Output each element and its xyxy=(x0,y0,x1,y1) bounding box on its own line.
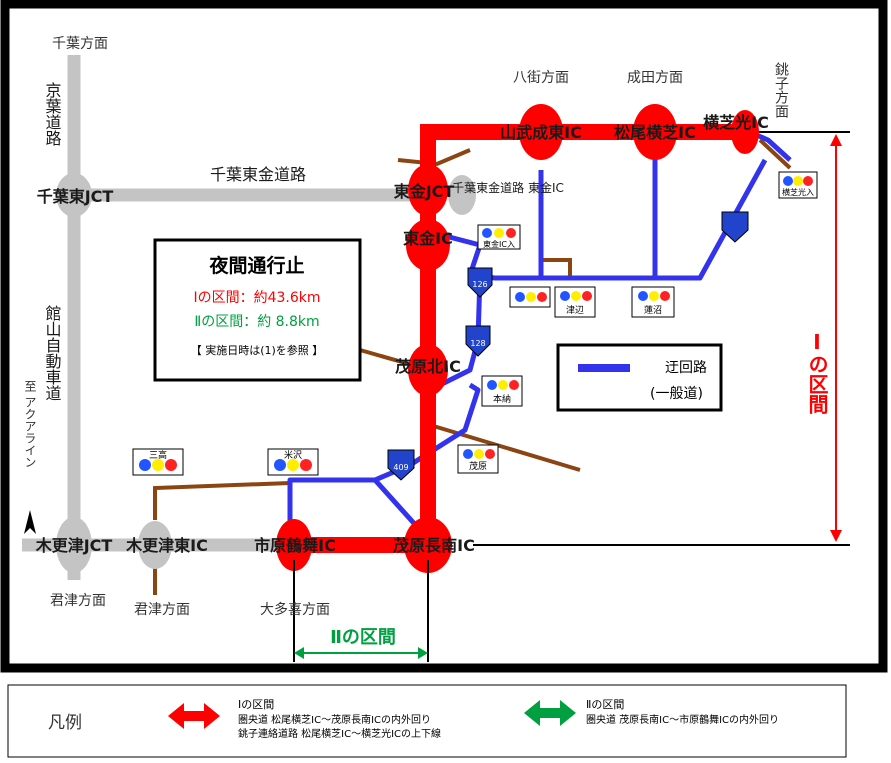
local-road-togane xyxy=(397,148,471,167)
legend-section1-line2: 銚子連絡道路 松尾横芝IC～横芝光ICの上下線 xyxy=(238,727,441,740)
signal-light-red xyxy=(506,228,516,238)
label-tateyama-road: 館山自動車道 xyxy=(43,305,62,401)
detour-route-409 xyxy=(372,382,481,532)
label-choshi-direction: 銚子方面 xyxy=(773,62,789,118)
node-kisarazu-jct xyxy=(56,517,92,573)
legend-section2-line1: 圏央道 茂原長南IC～市原鶴舞ICの内外回り xyxy=(586,713,779,726)
signal-label-tsuji: 津辺 xyxy=(566,305,584,316)
red-nodes xyxy=(276,104,759,573)
label-kisarazu-jct: 木更津JCT xyxy=(35,536,113,555)
legend-section1-arrow xyxy=(168,703,220,729)
map-frame xyxy=(0,0,888,673)
section2-mark: Ⅱの区間 xyxy=(330,627,396,648)
label-aqualine: 至 アクアライン xyxy=(23,380,37,468)
legend-section1-title: Ⅰの区間 xyxy=(238,698,274,711)
legend-section1-line1: 圏央道 松尾横芝IC～茂原長南ICの内外回り xyxy=(238,713,431,726)
signal-tsuji xyxy=(554,286,596,318)
legend-section2-arrow xyxy=(524,700,576,726)
signal-unlabeled xyxy=(509,286,551,308)
signal-light-blue xyxy=(482,228,492,238)
notice-note: 【 実施日時は(1)を参照 】 xyxy=(191,343,324,357)
section2-bracket-arrow-left xyxy=(294,647,304,659)
detour-route-128 xyxy=(438,274,483,388)
signal-mobara xyxy=(457,444,499,474)
signal-honno xyxy=(481,375,523,407)
route-shield-126-east xyxy=(721,211,749,243)
label-chiba-higashi-jct: 千葉東JCT xyxy=(37,187,114,206)
section1-bracket-arrow-top xyxy=(830,134,842,146)
signal-label-honno: 本納 xyxy=(493,393,511,405)
signal-label-mitaka: 三高 xyxy=(149,449,167,461)
section1-mark: Ⅰの区間 xyxy=(805,330,829,414)
label-keiyo-road: 京葉道路 xyxy=(43,82,62,146)
label-chiba-togane-togane-ic: 千葉東金道路 東金IC xyxy=(452,180,564,195)
detour-legend-box xyxy=(556,343,723,412)
signal-mitaka xyxy=(132,448,184,476)
label-mobara-kita-ic: 茂原北IC xyxy=(395,357,461,376)
signal-yokoshibahikari-entrance xyxy=(778,171,818,199)
node-mobara-chonan-ic xyxy=(404,517,452,573)
label-otaki-direction: 大多喜方面 xyxy=(260,601,330,618)
signal-light-yellow xyxy=(494,228,504,238)
signal-togane-ic-entrance xyxy=(477,224,521,250)
label-kimitsu-direction-left: 君津方面 xyxy=(50,593,106,609)
shield-label: 128 xyxy=(470,339,485,348)
shield-label: 126 xyxy=(472,280,487,289)
label-chiba-togane-road: 千葉東金道路 xyxy=(210,165,306,184)
notice-box xyxy=(153,238,362,382)
label-togane-ic: 東金IC xyxy=(403,229,453,248)
label-sammu-naruto-higashi-ic: 山武成東IC xyxy=(500,123,582,142)
node-togane-jct xyxy=(408,164,448,216)
local-roads xyxy=(153,138,792,595)
signal-label-yokoshibahikari-entrance: 横芝光入 xyxy=(782,187,814,197)
node-ichihara-tsurumai-ic xyxy=(276,519,312,571)
local-road-mobara xyxy=(429,423,581,472)
label-kisarazu-higashi-ic: 木更津東IC xyxy=(125,536,208,555)
route-shield-126: 126 xyxy=(467,267,493,298)
notice-section2: Ⅱの区間：約 8.8km xyxy=(194,314,319,330)
signal-label-yonezawa: 米沢 xyxy=(284,449,302,461)
label-chiba-direction: 千葉方面 xyxy=(52,36,108,52)
node-yokoshibahikari-ic xyxy=(731,110,759,154)
route-shield-128: 128 xyxy=(465,325,491,357)
legend-box xyxy=(7,684,847,758)
node-kisarazu-higashi-ic xyxy=(138,521,172,569)
detour-legend-label: 迂回路 xyxy=(665,360,707,376)
label-mobara-chonan-ic: 茂原長南IC xyxy=(393,536,475,555)
notice-section1: Ⅰの区間：約43.6km xyxy=(193,290,320,306)
legend-section2-title: Ⅱの区間 xyxy=(586,698,624,711)
label-kimitsu-direction: 君津方面 xyxy=(134,602,190,618)
signal-label-mobara: 茂原 xyxy=(469,460,487,472)
local-road-tsuji xyxy=(541,258,572,280)
shield-label: 409 xyxy=(393,463,408,472)
signal-yonezawa xyxy=(267,448,319,476)
node-togane-ic xyxy=(406,219,450,271)
section2-bracket-arrow-right xyxy=(418,647,428,659)
detour-route xyxy=(287,127,792,545)
gray-nodes xyxy=(56,173,476,573)
local-road-choshi xyxy=(758,138,792,170)
label-togane-jct: 東金JCT xyxy=(394,182,455,201)
section1-bracket-arrow-bottom xyxy=(830,530,842,542)
route-shield-409: 409 xyxy=(387,449,415,481)
legend-title: 凡例 xyxy=(48,713,82,733)
label-yachimata-direction: 八街方面 xyxy=(513,70,569,86)
label-yokoshibahikari-ic: 横芝光IC xyxy=(703,113,769,132)
node-sammu-naruto-higashi-ic xyxy=(519,104,563,160)
label-matsuo-yokoshiba-ic: 松尾横芝IC xyxy=(614,123,696,142)
local-road-mitaka xyxy=(153,481,291,520)
signal-label-hasunuma: 蓮沼 xyxy=(644,304,662,316)
label-ichihara-tsurumai-ic: 市原鶴舞IC xyxy=(254,536,336,555)
node-togane-ic-gray xyxy=(448,175,476,215)
aqualine-arrow xyxy=(24,510,36,534)
signal-label-togane-ic-entrance: 東金IC入 xyxy=(483,239,515,249)
label-narita-direction: 成田方面 xyxy=(627,70,683,86)
node-chiba-higashi-jct xyxy=(56,173,92,217)
signal-hasunuma xyxy=(631,286,675,318)
node-matsuo-yokoshiba-ic xyxy=(633,104,677,160)
notice-title: 夜間通行止 xyxy=(208,254,304,277)
node-mobara-kita-ic xyxy=(408,344,448,396)
detour-legend-sub: (一般道) xyxy=(650,386,703,402)
